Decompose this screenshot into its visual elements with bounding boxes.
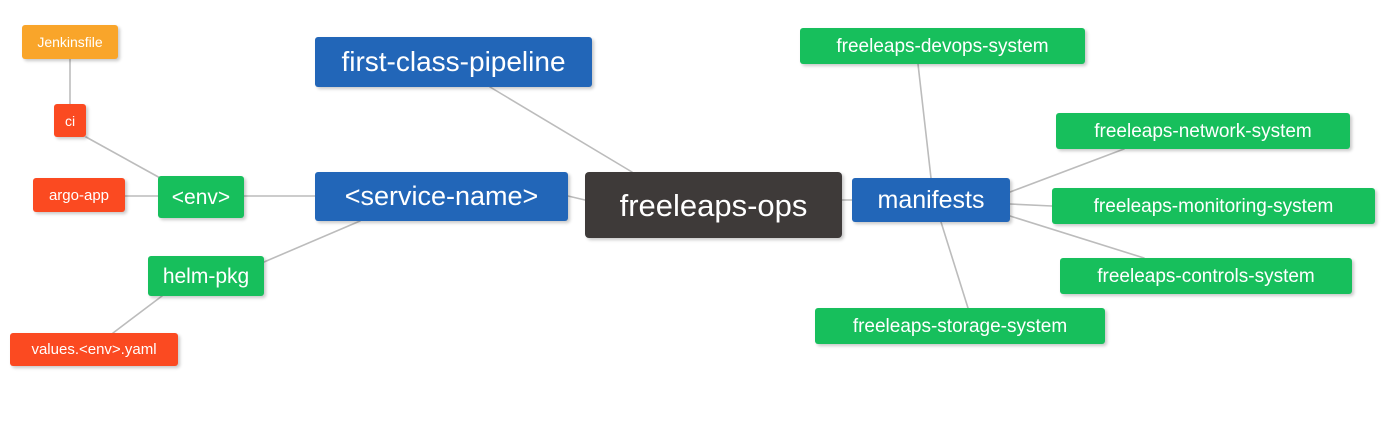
node-controls-system[interactable]: freeleaps-controls-system — [1060, 258, 1352, 294]
node-label: argo-app — [48, 186, 110, 204]
edge-manifests-controls — [1009, 215, 1145, 259]
node-label: manifests — [877, 185, 985, 214]
node-label: freeleaps-ops — [619, 187, 808, 223]
node-monitoring-system[interactable]: freeleaps-monitoring-system — [1052, 188, 1375, 224]
node-label: <service-name> — [344, 181, 539, 211]
node-env[interactable]: <env> — [158, 176, 244, 218]
node-label: Jenkinsfile — [37, 34, 103, 50]
node-manifests[interactable]: manifests — [852, 178, 1010, 222]
edge-manifests-storage — [940, 221, 969, 309]
node-label: freeleaps-devops-system — [836, 35, 1049, 57]
edge-helm-values — [112, 295, 163, 334]
node-label: first-class-pipeline — [341, 46, 566, 77]
node-ci[interactable]: ci — [54, 104, 86, 137]
node-network-system[interactable]: freeleaps-network-system — [1056, 113, 1350, 149]
edge-manifests-network — [1009, 148, 1125, 193]
node-helm-pkg[interactable]: helm-pkg — [148, 256, 264, 296]
node-label: freeleaps-storage-system — [852, 315, 1068, 337]
node-jenkinsfile[interactable]: Jenkinsfile — [22, 25, 118, 59]
node-devops-system[interactable]: freeleaps-devops-system — [800, 28, 1085, 64]
node-label: values.<env>.yaml — [31, 341, 157, 358]
node-label: helm-pkg — [162, 264, 250, 288]
edge-service-ops — [567, 195, 586, 201]
edge-manifests-devops — [917, 63, 932, 179]
node-first-class-pipeline[interactable]: first-class-pipeline — [315, 37, 592, 87]
edge-manifests-monitoring — [1009, 203, 1053, 207]
node-label: freeleaps-controls-system — [1097, 265, 1315, 287]
edge-service-helm — [263, 220, 361, 263]
node-service-name[interactable]: <service-name> — [315, 172, 568, 221]
node-storage-system[interactable]: freeleaps-storage-system — [815, 308, 1105, 344]
node-values-yaml[interactable]: values.<env>.yaml — [10, 333, 178, 366]
node-label: <env> — [171, 185, 231, 209]
node-label: freeleaps-network-system — [1094, 120, 1312, 142]
node-label: ci — [64, 112, 76, 129]
node-argo-app[interactable]: argo-app — [33, 178, 125, 212]
node-label: freeleaps-monitoring-system — [1093, 195, 1334, 217]
edge-pipeline-ops — [489, 86, 633, 173]
edge-ci-env — [85, 136, 163, 180]
node-freeleaps-ops[interactable]: freeleaps-ops — [585, 172, 842, 238]
